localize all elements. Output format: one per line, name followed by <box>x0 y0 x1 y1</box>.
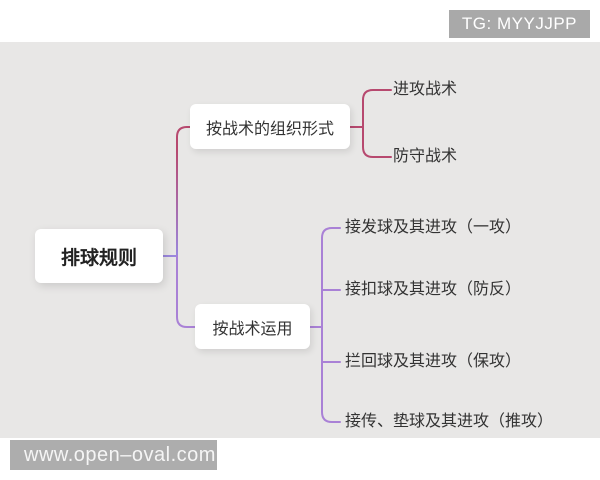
node-leaf-defense-tactics[interactable]: 防守战术 <box>393 148 458 165</box>
node-leaf-block-return-attack[interactable]: 拦回球及其进攻（保攻） <box>345 353 522 370</box>
node-branch1-label: 按战术的组织形式 <box>205 120 334 138</box>
trunk-branch2 <box>176 255 196 328</box>
branch2-children-bracket <box>321 227 341 423</box>
node-leaf-spike-receive-attack[interactable]: 接扣球及其进攻（防反） <box>345 281 522 298</box>
trunk-branch1 <box>176 126 191 257</box>
node-branch2-label: 按战术运用 <box>212 320 293 338</box>
tg-watermark-badge: TG: MYYJJPP <box>448 10 590 38</box>
node-branch-tactics-application[interactable]: 按战术运用 <box>195 304 310 349</box>
node-leaf-pass-dig-attack[interactable]: 接传、垫球及其进攻（推攻） <box>345 413 554 430</box>
node-leaf-serve-receive-attack[interactable]: 接发球及其进攻（一攻） <box>345 219 522 236</box>
branch1-children-bracket <box>362 89 392 158</box>
node-root[interactable]: 排球规则 <box>35 229 163 283</box>
node-leaf-offense-tactics[interactable]: 进攻战术 <box>393 81 458 98</box>
node-branch-organization-form[interactable]: 按战术的组织形式 <box>190 104 350 149</box>
site-watermark: www.open–oval.com <box>10 440 217 470</box>
node-root-label: 排球规则 <box>60 247 137 269</box>
